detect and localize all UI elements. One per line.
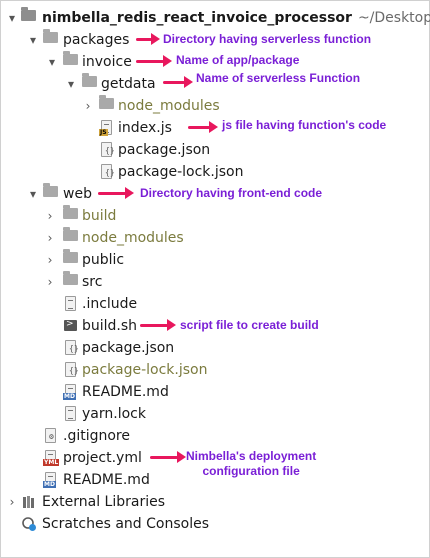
tree-row-src[interactable]: › src xyxy=(1,271,430,293)
folder-name: getdata xyxy=(101,76,156,92)
annotation-arrow-icon xyxy=(136,52,172,70)
annotation-getdata: Name of serverless Function xyxy=(196,71,361,85)
file-name: .include xyxy=(82,296,138,312)
markdown-file-icon: MD xyxy=(43,472,59,488)
annotation-index-js: js file having function's code xyxy=(222,118,387,132)
chevron-down-icon[interactable]: ▾ xyxy=(48,55,56,69)
file-name: yarn.lock xyxy=(82,406,146,422)
annotation-arrow-icon xyxy=(188,118,218,136)
tree-row-web[interactable]: ▾ web xyxy=(1,183,430,205)
node-label: External Libraries xyxy=(42,494,165,510)
text-file-icon xyxy=(63,406,79,422)
annotation-packages: Directory having serverless function xyxy=(163,32,372,46)
tree-row-web-package-lock[interactable]: {} package-lock.json xyxy=(1,359,430,381)
tree-row-scratches[interactable]: Scratches and Consoles xyxy=(1,513,430,535)
scratches-icon xyxy=(21,516,37,532)
folder-icon xyxy=(63,51,78,65)
annotation-arrow-icon xyxy=(140,316,176,334)
folder-icon xyxy=(63,249,78,263)
annotation-web: Directory having front-end code xyxy=(140,186,323,200)
folder-icon xyxy=(43,183,58,197)
file-name: index.js xyxy=(118,120,172,136)
tree-row-index-js[interactable]: JS index.js xyxy=(1,117,430,139)
tree-row-invoice[interactable]: ▾ invoice xyxy=(1,51,430,73)
folder-name: node_modules xyxy=(82,230,184,246)
annotation-project-yml: Nimbella's deployment configuration file xyxy=(186,449,317,478)
tree-row-root-readme[interactable]: MD README.md xyxy=(1,469,430,491)
chevron-right-icon[interactable]: › xyxy=(85,99,91,113)
tree-row-web-package-json[interactable]: {} package.json xyxy=(1,337,430,359)
library-icon xyxy=(21,494,37,510)
chevron-right-icon[interactable]: › xyxy=(47,275,53,289)
annotation-arrow-icon xyxy=(150,448,186,466)
node-label: Scratches and Consoles xyxy=(42,516,209,532)
chevron-right-icon[interactable]: › xyxy=(47,209,53,223)
tree-row-public[interactable]: › public xyxy=(1,249,430,271)
json-file-icon: {} xyxy=(99,164,115,180)
file-name: build.sh xyxy=(82,318,138,334)
shell-script-icon xyxy=(63,318,79,334)
js-file-icon: JS xyxy=(99,120,115,136)
json-file-icon: {} xyxy=(63,340,79,356)
folder-name: node_modules xyxy=(118,98,220,114)
folder-name: src xyxy=(82,274,103,290)
folder-name: build xyxy=(82,208,117,224)
tree-row-packages[interactable]: ▾ packages xyxy=(1,29,430,51)
file-name: README.md xyxy=(82,384,169,400)
folder-icon xyxy=(82,73,97,87)
tree-row-web-node-modules[interactable]: › node_modules xyxy=(1,227,430,249)
chevron-down-icon[interactable]: ▾ xyxy=(8,11,16,25)
folder-icon xyxy=(63,205,78,219)
tree-row-getdata-node-modules[interactable]: › node_modules xyxy=(1,95,430,117)
chevron-right-icon[interactable]: › xyxy=(47,231,53,245)
tree-row-build-sh[interactable]: build.sh xyxy=(1,315,430,337)
tree-row-build[interactable]: › build xyxy=(1,205,430,227)
tree-row-gitignore[interactable]: ⚙ .gitignore xyxy=(1,425,430,447)
root-folder-name: nimbella_redis_react_invoice_processor xyxy=(42,10,352,26)
chevron-down-icon[interactable]: ▾ xyxy=(29,33,37,47)
tree-row-getdata[interactable]: ▾ getdata xyxy=(1,73,430,95)
file-name: package.json xyxy=(82,340,175,356)
root-folder-path: ~/Desktop/A xyxy=(357,10,430,26)
chevron-down-icon[interactable]: ▾ xyxy=(29,187,37,201)
tree-row-yarn-lock[interactable]: yarn.lock xyxy=(1,403,430,425)
tree-row-getdata-package-json[interactable]: {} package.json xyxy=(1,139,430,161)
folder-name: web xyxy=(63,186,92,202)
chevron-right-icon[interactable]: › xyxy=(9,495,15,509)
file-name: package-lock.json xyxy=(118,164,244,180)
tree-row-include[interactable]: .include xyxy=(1,293,430,315)
tree-row-root[interactable]: ▾ nimbella_redis_react_invoice_processor… xyxy=(1,7,430,29)
tree-row-getdata-package-lock[interactable]: {} package-lock.json xyxy=(1,161,430,183)
yaml-file-icon: YML xyxy=(43,450,60,466)
markdown-file-icon: MD xyxy=(63,384,79,400)
chevron-down-icon[interactable]: ▾ xyxy=(67,77,75,91)
tree-row-external-libraries[interactable]: › External Libraries xyxy=(1,491,430,513)
folder-name: invoice xyxy=(82,54,132,70)
tree-row-project-yml[interactable]: YML project.yml xyxy=(1,447,430,469)
annotation-arrow-icon xyxy=(136,30,160,48)
file-name: README.md xyxy=(63,472,150,488)
annotation-arrow-icon xyxy=(163,73,193,91)
folder-icon xyxy=(43,29,58,43)
annotation-arrow-icon xyxy=(98,184,134,202)
tree-row-web-readme[interactable]: MD README.md xyxy=(1,381,430,403)
folder-icon xyxy=(63,271,78,285)
file-name: .gitignore xyxy=(63,428,130,444)
folder-icon xyxy=(63,227,78,241)
folder-icon xyxy=(21,7,36,21)
json-file-icon: {} xyxy=(63,362,79,378)
folder-name: public xyxy=(82,252,125,268)
annotation-build-sh: script file to create build xyxy=(180,318,319,332)
file-name: package-lock.json xyxy=(82,362,208,378)
file-name: package.json xyxy=(118,142,211,158)
folder-icon xyxy=(99,95,114,109)
json-file-icon: {} xyxy=(99,142,115,158)
text-file-icon: ⚙ xyxy=(43,428,59,444)
annotation-invoice: Name of app/package xyxy=(176,53,300,67)
folder-name: packages xyxy=(63,32,130,48)
chevron-right-icon[interactable]: › xyxy=(47,253,53,267)
file-name: project.yml xyxy=(63,450,142,466)
text-file-icon xyxy=(63,296,79,312)
